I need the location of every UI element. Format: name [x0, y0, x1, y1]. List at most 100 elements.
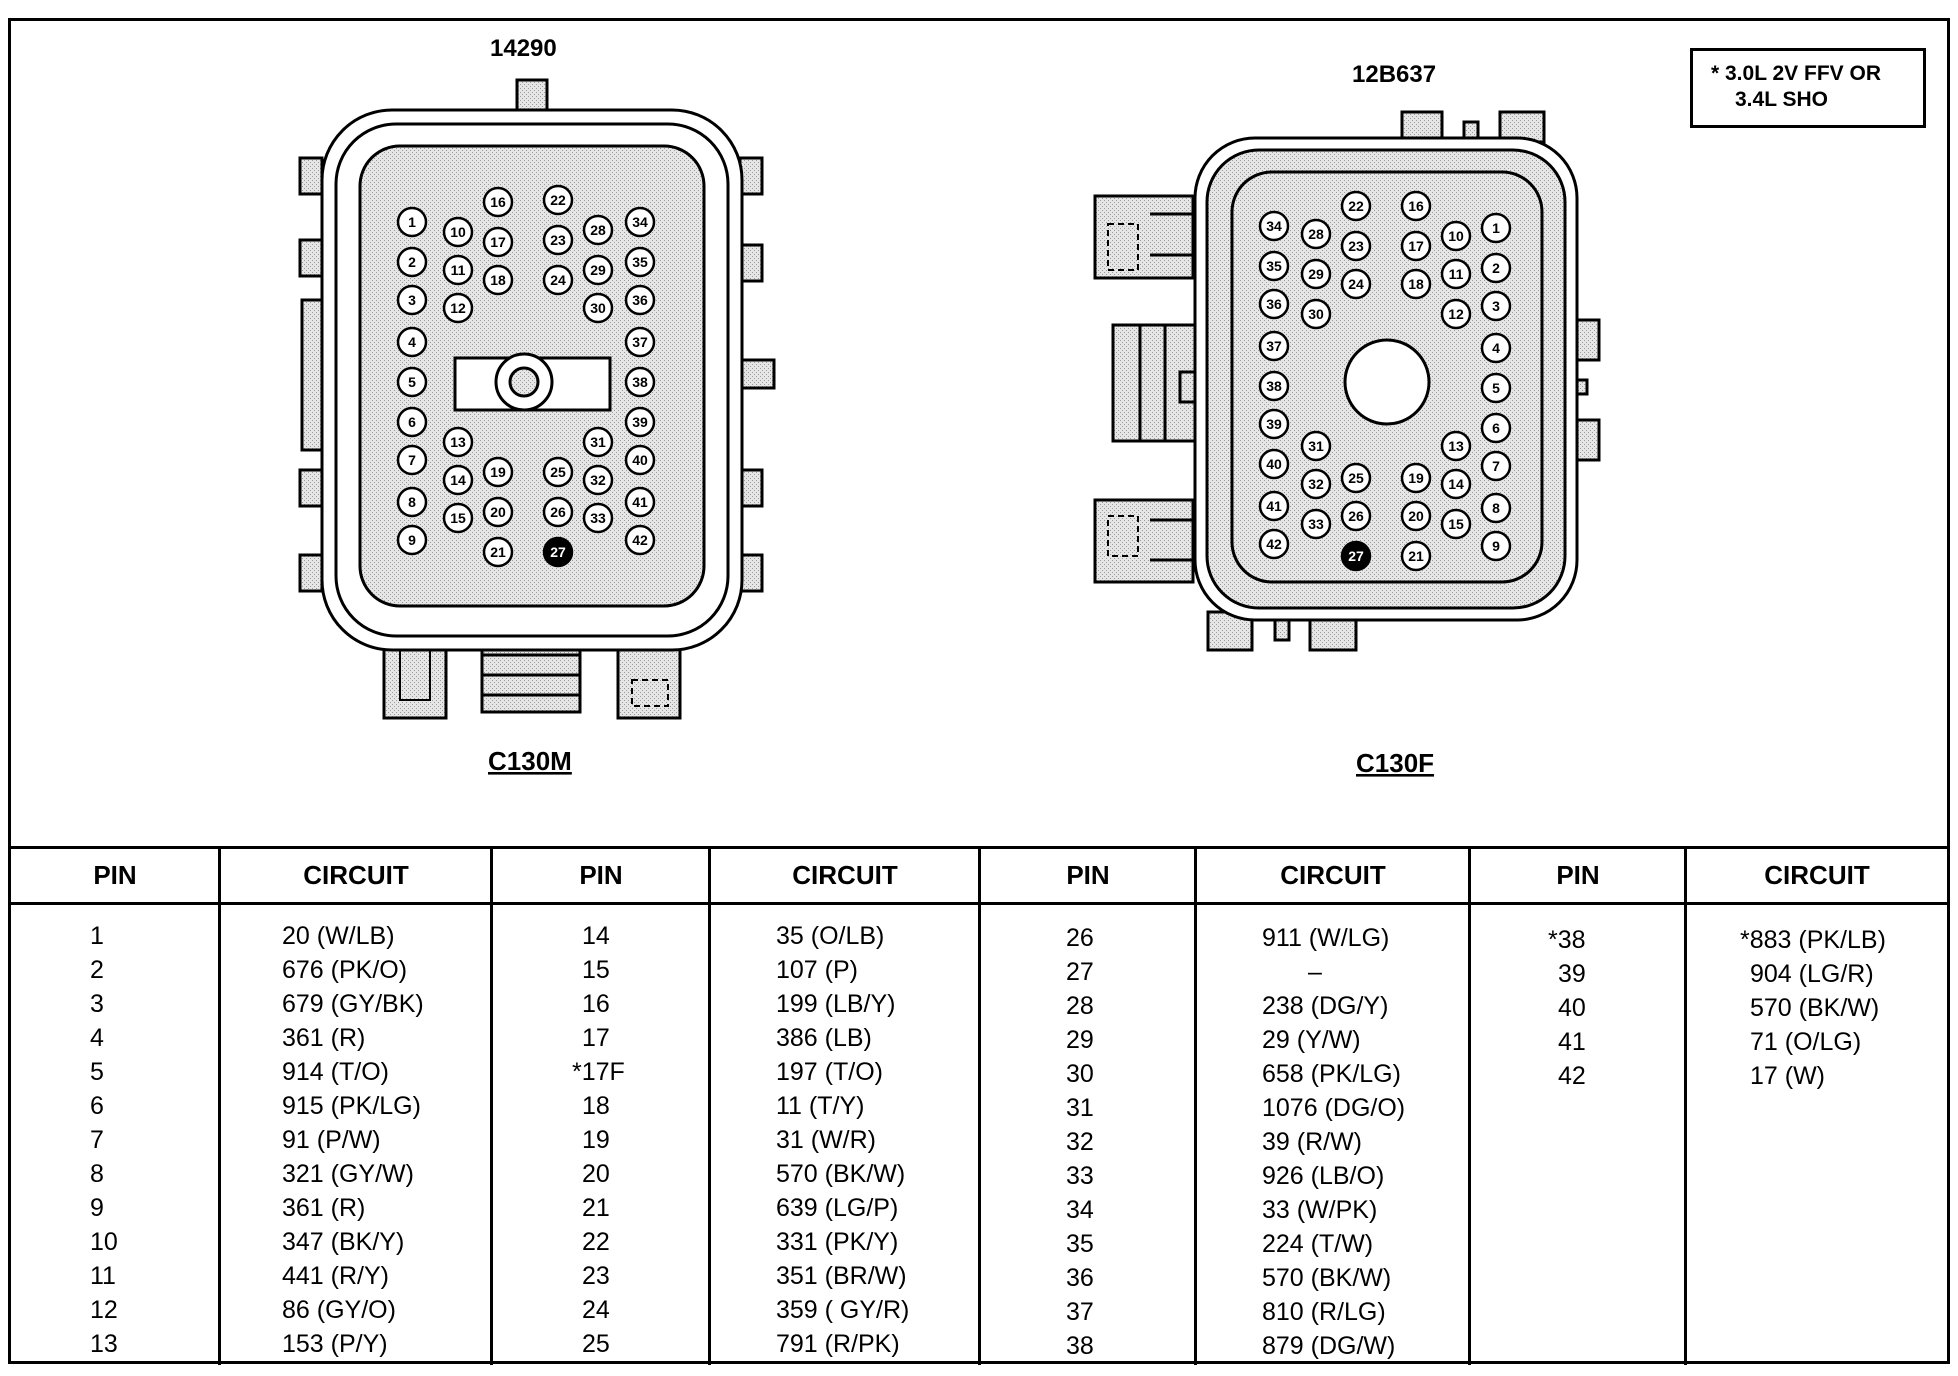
table-cell-circuit: 904 (LG/R) [1750, 960, 1874, 988]
pin-9-label: 9 [1492, 538, 1500, 554]
table-cell-pin: *17F [572, 1058, 625, 1086]
pin-39-marker [624, 406, 656, 438]
pin-32-label: 32 [590, 472, 606, 488]
table-cell-pin: 16 [582, 990, 610, 1018]
pin-27-label: 27 [550, 544, 566, 560]
pin-3-label: 3 [1492, 298, 1500, 314]
pin-7-label: 7 [408, 452, 416, 468]
pin-35-marker [624, 246, 656, 278]
pin-20-label: 20 [490, 504, 506, 520]
table-cell-circuit: 658 (PK/LG) [1262, 1060, 1401, 1088]
engine-note-box: * 3.0L 2V FFV OR 3.4L SHO [1690, 48, 1926, 128]
pin-30-label: 30 [1308, 306, 1324, 322]
pin-23-label: 23 [1348, 238, 1364, 254]
header-pin-3: PIN [980, 849, 1196, 905]
table-cell-pin: 10 [90, 1228, 118, 1256]
pin-23-marker [542, 224, 574, 256]
pin-16-marker [1400, 190, 1432, 222]
table-cell-pin: 35 [1066, 1230, 1094, 1258]
table-cell-pin: 23 [582, 1262, 610, 1290]
table-cell-circuit: 926 (LB/O) [1262, 1162, 1385, 1190]
connector-c130f-body [1093, 110, 1601, 652]
pin-26-label: 26 [1348, 508, 1364, 524]
pin-6-label: 6 [408, 414, 416, 430]
table-cell-circuit: 39 (R/W) [1262, 1128, 1362, 1156]
table-cell-circuit: 238 (DG/Y) [1262, 992, 1389, 1020]
pin-15-marker [1440, 508, 1472, 540]
pin-35-marker [1258, 250, 1290, 282]
pin-32-marker [582, 464, 614, 496]
pin-10-label: 10 [450, 224, 466, 240]
pin-2-label: 2 [408, 254, 416, 270]
pin-17-label: 17 [1408, 238, 1424, 254]
table-cell-pin: 33 [1066, 1162, 1094, 1190]
connector-c130m-name: C130M [488, 746, 572, 776]
pin-38-marker [624, 366, 656, 398]
pin-30-marker [1300, 298, 1332, 330]
table-cell-pin: 36 [1066, 1264, 1094, 1292]
table-cell-circuit: 570 (BK/W) [776, 1160, 906, 1188]
pin-36-label: 36 [632, 292, 648, 308]
pin-25-label: 25 [550, 464, 566, 480]
pin-28-label: 28 [1308, 226, 1324, 242]
table-cell-pin: 7 [90, 1126, 104, 1154]
pin-circuit-table: PIN CIRCUIT PIN CIRCUIT PIN CIRCUIT PIN … [10, 846, 1948, 1365]
pin-39-label: 39 [632, 414, 648, 430]
table-cell-pin: 13 [90, 1330, 118, 1358]
pin-35-label: 35 [1266, 258, 1282, 274]
table-cell-circuit: 911 (W/LG) [1262, 924, 1390, 952]
pin-27-marker [1340, 540, 1372, 572]
pin-37-marker [1258, 330, 1290, 362]
table-cell-pin: 12 [90, 1296, 118, 1324]
pin-6-marker [1480, 412, 1512, 444]
connector-c130f-name: C130F [1356, 748, 1434, 778]
pin-7-label: 7 [1492, 458, 1500, 474]
table-cell-circuit: *883 (PK/LB) [1740, 926, 1886, 954]
pin-21-marker [482, 536, 514, 568]
table-cell-circuit: 915 (PK/LG) [282, 1092, 421, 1120]
pin-29-marker [582, 254, 614, 286]
pin-7-marker [396, 444, 428, 476]
pin-34-label: 34 [632, 214, 648, 230]
pin-15-label: 15 [1448, 516, 1464, 532]
pin-4-marker [396, 326, 428, 358]
table-cell-circuit: 570 (BK/W) [1262, 1264, 1392, 1292]
pin-40-marker [624, 444, 656, 476]
pin-4-marker [1480, 332, 1512, 364]
pin-2-marker [1480, 252, 1512, 284]
table-divider [1194, 849, 1197, 1365]
table-cell-pin: 11 [90, 1262, 116, 1290]
pin-24-label: 24 [1348, 276, 1364, 292]
table-cell-pin: 30 [1066, 1060, 1094, 1088]
table-cell-circuit: 11 (T/Y) [776, 1092, 865, 1120]
table-cell-circuit: 197 (T/O) [776, 1058, 883, 1086]
pin-21-label: 21 [1408, 548, 1424, 564]
pin-19-label: 19 [1408, 470, 1424, 486]
table-divider [708, 849, 711, 1365]
pin-28-label: 28 [590, 222, 606, 238]
pin-4-label: 4 [408, 334, 416, 350]
table-cell-circuit: 31 (W/R) [776, 1126, 876, 1154]
pin-17-marker [482, 226, 514, 258]
pin-15-marker [442, 502, 474, 534]
pin-36-label: 36 [1266, 296, 1282, 312]
connector-c130m-body [298, 78, 776, 720]
pin-33-marker [1300, 508, 1332, 540]
pin-25-marker [542, 456, 574, 488]
pin-35-label: 35 [632, 254, 648, 270]
pin-31-marker [1300, 430, 1332, 462]
pin-14-label: 14 [450, 472, 466, 488]
pin-8-label: 8 [408, 494, 416, 510]
table-cell-pin: 17 [582, 1024, 610, 1052]
pin-38-label: 38 [632, 374, 648, 390]
header-pin-1: PIN [10, 849, 220, 905]
engine-note-line-2: 3.4L SHO [1735, 88, 1828, 111]
table-divider [1684, 849, 1687, 1365]
table-cell-circuit: 1076 (DG/O) [1262, 1094, 1406, 1122]
table-cell-pin: 3 [90, 990, 104, 1018]
pin-10-marker [1440, 220, 1472, 252]
pin-1-label: 1 [1492, 220, 1500, 236]
pin-42-marker [1258, 528, 1290, 560]
pin-24-label: 24 [550, 272, 566, 288]
pin-12-label: 12 [1448, 306, 1464, 322]
